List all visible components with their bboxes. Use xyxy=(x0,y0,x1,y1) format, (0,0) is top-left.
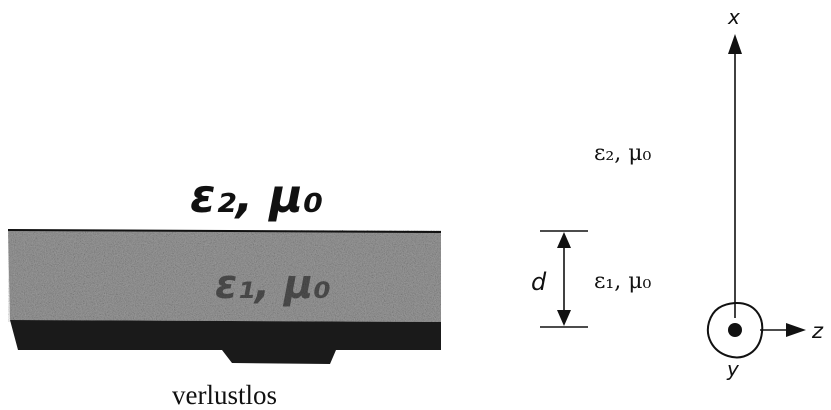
substrate-strip xyxy=(10,320,441,364)
y-axis-out-of-plane-circle-icon xyxy=(707,301,764,359)
layer-handwritten-label: ε₁, μ₀ xyxy=(215,262,331,308)
upper-medium-label: ε₂, μ₀ xyxy=(594,141,652,166)
coordinate-schematic: d ε₂, μ₀ ε₁, μ₀ x z y xyxy=(531,5,824,381)
y-axis-label: y xyxy=(726,357,740,381)
thickness-label: d xyxy=(531,268,547,296)
layer-medium-label: ε₁, μ₀ xyxy=(594,269,652,294)
upper-medium-handwritten-label: ε₂, μ₀ xyxy=(190,169,323,223)
layer-top-edge xyxy=(7,229,442,233)
slab-illustration: ε₂, μ₀ ε₁, μ₀ verlustlos xyxy=(7,169,442,410)
y-axis-dot-icon xyxy=(728,323,742,337)
thickness-arrow-up-icon xyxy=(557,232,571,248)
x-axis-arrow-icon xyxy=(728,34,742,54)
lossless-caption: verlustlos xyxy=(172,380,277,410)
z-axis-arrow-icon xyxy=(786,323,806,337)
dielectric-layer xyxy=(8,230,441,322)
z-axis-label: z xyxy=(811,319,824,343)
x-axis-label: x xyxy=(727,5,740,29)
thickness-arrow-down-icon xyxy=(557,310,571,326)
